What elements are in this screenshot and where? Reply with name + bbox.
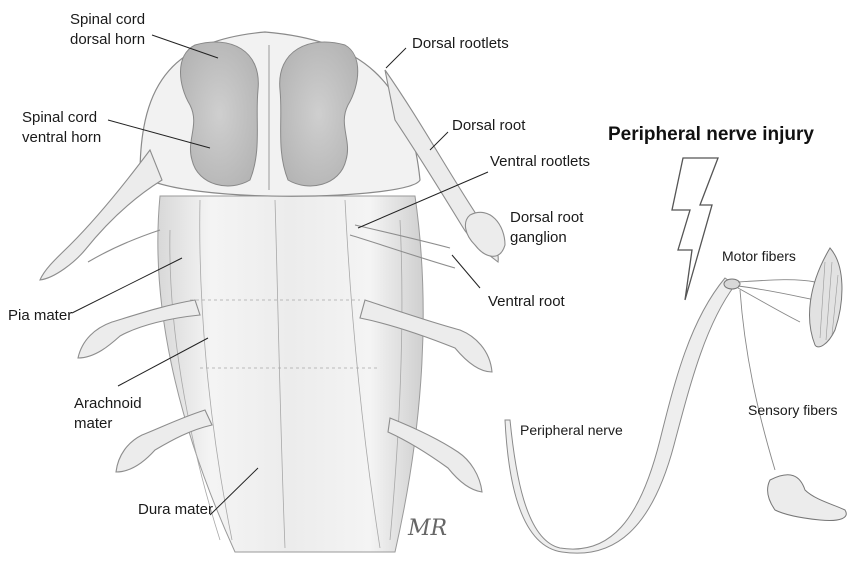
sensory-fibers-branch	[740, 290, 775, 470]
label-motor-fibers: Motor fibers	[722, 246, 796, 266]
dura-mater-body	[158, 196, 423, 552]
motor-fibers-branches	[738, 280, 815, 322]
label-dura-mater: Dura mater	[138, 500, 213, 520]
muscle-illustration	[810, 248, 842, 347]
label-dorsal-horn: Spinal cord dorsal horn	[70, 10, 145, 50]
label-dorsal-root-ganglion: Dorsal root ganglion	[510, 208, 583, 248]
label-pia-mater: Pia mater	[8, 306, 72, 326]
title-peripheral-nerve-injury: Peripheral nerve injury	[608, 124, 814, 146]
label-peripheral-nerve: Peripheral nerve	[520, 420, 623, 440]
injury-lightning-bolt	[672, 158, 718, 300]
peripheral-nerve	[505, 278, 735, 553]
spinal-cord-outline	[140, 32, 420, 196]
foot-illustration	[768, 475, 847, 521]
label-ventral-root: Ventral root	[488, 292, 565, 312]
label-dorsal-rootlets: Dorsal rootlets	[412, 34, 509, 54]
label-ventral-rootlets: Ventral rootlets	[490, 152, 590, 172]
label-arachnoid-mater: Arachnoid mater	[74, 394, 142, 434]
label-dorsal-root: Dorsal root	[452, 116, 525, 136]
label-ventral-horn: Spinal cord ventral horn	[22, 108, 101, 148]
nerve-stump	[724, 279, 740, 289]
label-sensory-fibers: Sensory fibers	[748, 400, 837, 420]
artist-signature: MR	[408, 516, 447, 541]
